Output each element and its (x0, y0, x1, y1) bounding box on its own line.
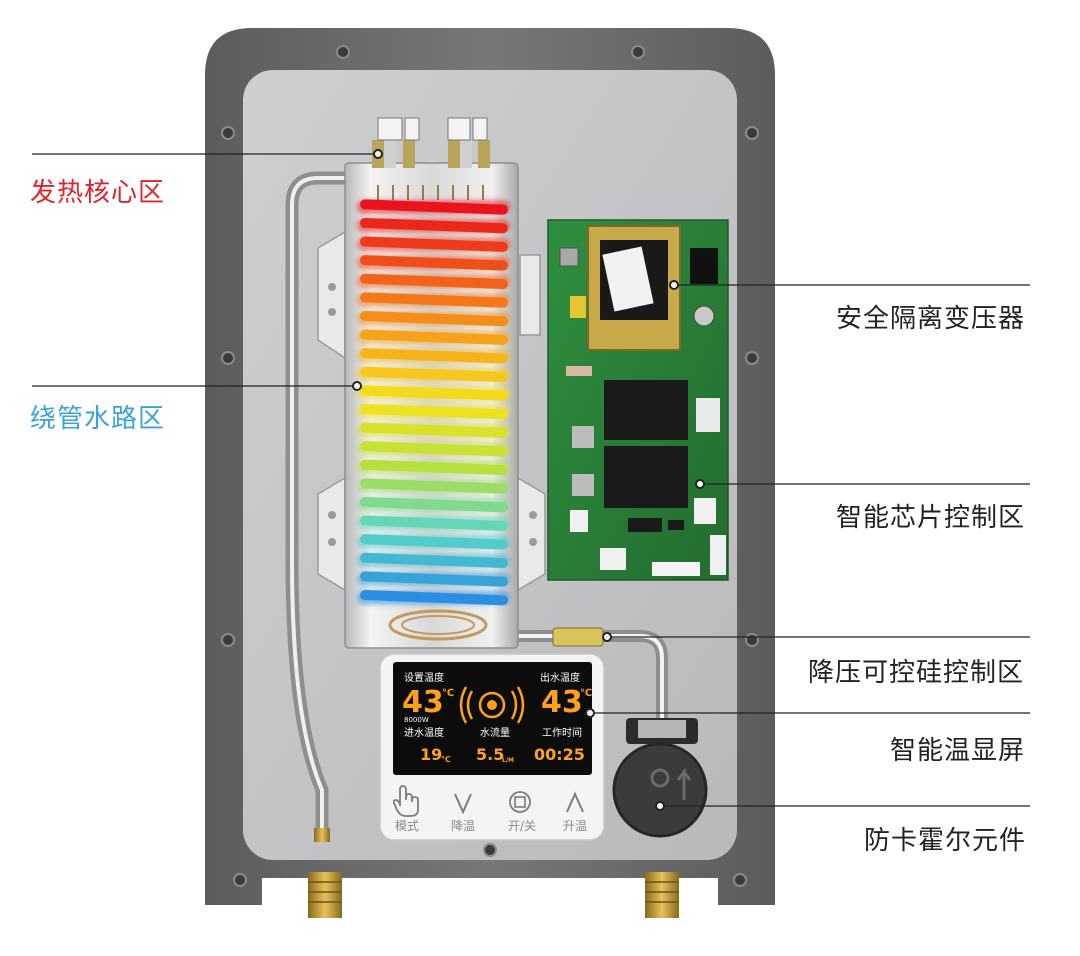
heating-stripe (360, 329, 508, 345)
heating-stripe (360, 199, 508, 215)
hall-sensor (612, 742, 708, 838)
temp-down-button-label: 降温 (451, 819, 475, 833)
in-temp-value: 19 (420, 745, 442, 764)
label-chip-control: 智能芯片控制区 (836, 503, 1026, 533)
heating-stripes (357, 199, 510, 606)
heating-stripe (360, 515, 508, 531)
label-transformer: 安全隔离变压器 (836, 304, 1026, 334)
frame-screws (221, 45, 759, 887)
label-scr-control: 降压可控硅控制区 (808, 658, 1025, 688)
power-button-label: 开/关 (508, 819, 536, 833)
relay-2 (604, 446, 688, 508)
heating-stripe (360, 571, 508, 587)
heating-stripe (360, 310, 508, 327)
heating-stripe (360, 422, 508, 438)
time-value: 00:25 (534, 745, 585, 764)
label-water-path: 绕管水路区 (30, 404, 166, 434)
label-hall-sensor: 防卡霍尔元件 (864, 826, 1027, 856)
heating-stripe (360, 589, 508, 606)
out-temp-label: 出水温度 (540, 671, 580, 684)
power-readout: 8000W (404, 716, 429, 724)
heating-stripe (360, 273, 508, 290)
power-icon (509, 791, 531, 813)
heating-stripe (360, 552, 508, 569)
heating-stripe (360, 403, 508, 420)
temp-down-button[interactable]: 降温 (451, 793, 475, 833)
set-temp-unit: ℃ (442, 688, 454, 699)
out-temp-value: 43 (541, 685, 583, 720)
chevron-up-icon (566, 791, 584, 813)
in-temp-label: 进水温度 (404, 726, 444, 739)
set-temp-value: 43 (402, 685, 444, 720)
heating-stripe (360, 385, 508, 401)
heating-stripe (360, 366, 508, 383)
label-smart-display: 智能温显屏 (890, 736, 1026, 766)
chevron-down-icon (454, 793, 472, 815)
top-terminals (372, 117, 490, 168)
callout-lines (32, 153, 1030, 807)
heating-stripe (360, 459, 508, 476)
heating-stripe (360, 217, 508, 234)
flow-label: 水流量 (480, 726, 510, 739)
in-temp-unit: ℃ (441, 755, 451, 764)
fan-icon (459, 686, 525, 724)
mode-button-label: 模式 (395, 819, 419, 833)
heating-stripe (360, 348, 508, 364)
time-label: 工作时间 (542, 726, 582, 739)
heating-stripe (360, 534, 508, 550)
heating-stripe (360, 496, 508, 513)
out-temp-unit: ℃ (580, 688, 592, 699)
heating-stripe (360, 478, 508, 494)
bottom-fittings (308, 872, 679, 918)
label-heating-core: 发热核心区 (30, 178, 166, 208)
relay-1 (604, 380, 688, 440)
temp-up-button[interactable]: 升温 (563, 791, 587, 833)
flow-value: 5.5 (476, 745, 504, 764)
heating-stripe (360, 255, 508, 271)
hand-icon (392, 785, 419, 817)
heating-stripe (360, 236, 508, 252)
lcd-screen (393, 662, 592, 775)
scr-module (552, 627, 604, 647)
temp-up-button-label: 升温 (563, 819, 587, 833)
heating-stripe (360, 292, 508, 308)
heating-stripe (360, 441, 508, 457)
mode-button[interactable]: 模式 (392, 785, 419, 833)
set-temp-label: 设置温度 (404, 671, 444, 684)
power-button[interactable]: 开/关 (508, 791, 536, 833)
flow-unit: L/M (502, 757, 514, 764)
